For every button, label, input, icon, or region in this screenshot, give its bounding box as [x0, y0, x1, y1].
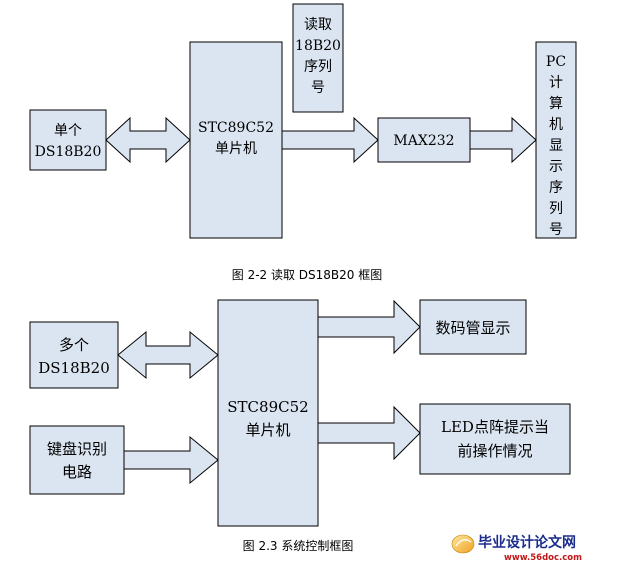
diagram-2-3: 多个 DS18B20 键盘识别 电路 STC89C52 单片机 数码管显示 LE… [29, 299, 571, 553]
mcu-box-2 [217, 299, 319, 527]
site-watermark: 毕业设计论文网 www.56doc.com [451, 534, 582, 563]
multi-ds18b20-line1: 多个 [59, 336, 89, 354]
max232-label: MAX232 [393, 133, 454, 149]
watermark-title: 毕业设计论文网 [478, 534, 576, 551]
watermark-logo-icon [451, 534, 475, 554]
single-ds18b20-box [29, 109, 107, 171]
watermark-url: www.56doc.com [504, 553, 582, 563]
arrow-mcu-to-led-matrix [317, 405, 421, 461]
digital-tube-box [419, 299, 527, 355]
arrow-mcu-to-digital-tube [317, 299, 421, 355]
keyboard-line1: 键盘识别 [47, 440, 107, 458]
bidirectional-arrow-sensor-mcu [105, 116, 191, 164]
read-serial-box [292, 3, 344, 113]
led-matrix-line2: 前操作情况 [457, 442, 532, 460]
pc-display-char-4: 机 [549, 117, 563, 133]
keyboard-line2: 电路 [62, 463, 92, 481]
read-serial-line3: 序列 [304, 59, 332, 75]
diagram-2-2: 单个 DS18B20 STC89C52 单片机 读取 18B20 序列 号 MA… [29, 3, 577, 282]
pc-display-char-6: 示 [549, 159, 563, 175]
multi-ds18b20-box [29, 321, 119, 389]
watermark-logo-swoosh-icon [455, 539, 472, 547]
mcu-line2: 单片机 [215, 141, 257, 157]
read-serial-line1: 读取 [304, 16, 332, 33]
pc-display-char-2: 计 [549, 75, 563, 91]
caption-figure-2-2: 图 2-2 读取 DS18B20 框图 [232, 268, 383, 282]
read-serial-line4: 号 [311, 80, 325, 96]
pc-display-box [535, 41, 577, 239]
pc-display-char-8: 列 [549, 201, 563, 217]
digital-tube-label: 数码管显示 [435, 319, 510, 337]
pc-display-char-7: 序 [549, 180, 563, 196]
bidirectional-arrow-sensors-mcu [117, 330, 219, 380]
max232-box [377, 117, 471, 163]
single-ds18b20-line1: 单个 [54, 123, 82, 139]
arrow-mcu-to-max232 [281, 116, 379, 164]
caption-figure-2-3: 图 2.3 系统控制框图 [243, 539, 354, 553]
mcu2-line1: STC89C52 [227, 398, 308, 416]
mcu-box [189, 41, 283, 239]
led-matrix-box [419, 403, 571, 475]
pc-display-char-5: 显 [549, 138, 563, 154]
read-serial-line2: 18B20 [295, 38, 341, 54]
pc-display-char-9: 号 [549, 222, 563, 238]
pc-display-char-1: PC [546, 54, 566, 70]
arrow-keyboard-to-mcu [123, 435, 219, 485]
pc-display-char-3: 算 [549, 96, 563, 112]
multi-ds18b20-line2: DS18B20 [38, 359, 110, 377]
mcu-line1: STC89C52 [198, 120, 274, 136]
led-matrix-line1: LED点阵提示当 [441, 418, 549, 436]
single-ds18b20-line2: DS18B20 [35, 144, 102, 160]
arrow-max232-to-pc [469, 116, 537, 164]
keyboard-circuit-box [29, 425, 125, 495]
mcu2-line2: 单片机 [245, 421, 290, 439]
